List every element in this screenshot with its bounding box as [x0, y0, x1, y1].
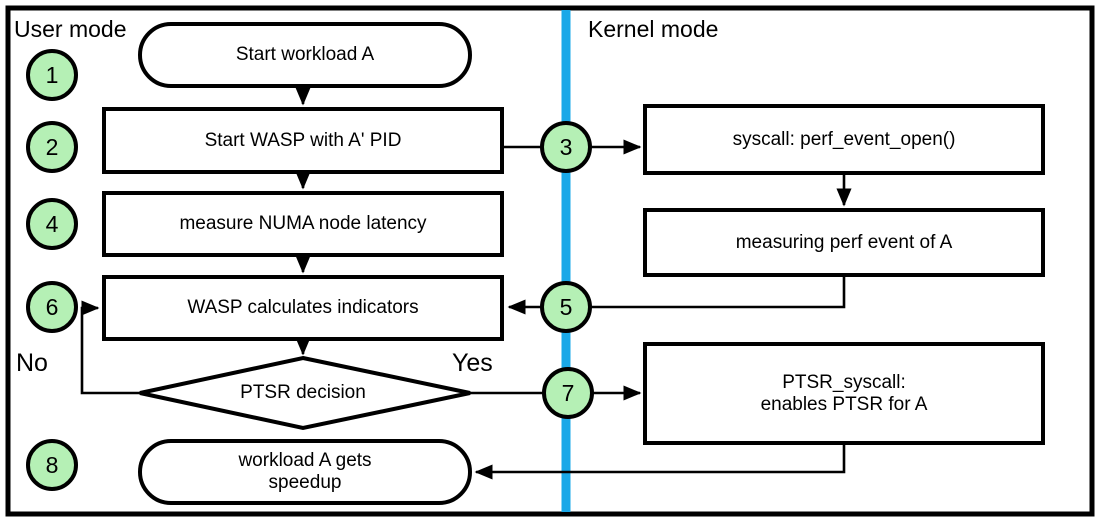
- lane-title-kernel-mode: Kernel mode: [588, 16, 719, 42]
- node-ptsr-decision: [139, 355, 471, 431]
- lane-title-user-mode: User mode: [14, 16, 127, 42]
- node-measure-latency: [102, 191, 504, 257]
- node-wasp-indicators: [102, 275, 504, 341]
- step-circle-4: [26, 198, 78, 250]
- node-start-wasp: [102, 107, 504, 174]
- step-circle-8: [26, 439, 78, 491]
- node-workload-speedup: [138, 439, 472, 505]
- edge-measuring-to-step5: [591, 275, 846, 309]
- step-circle-5: [540, 281, 592, 333]
- node-start-workload: [138, 22, 472, 88]
- step-circle-7: [542, 367, 594, 419]
- node-ptsr-syscall: [643, 342, 1045, 445]
- node-measuring-perf: [643, 208, 1045, 277]
- step-circle-2: [26, 121, 78, 173]
- edge-label-no: No: [16, 349, 48, 377]
- step-circle-6: [26, 281, 78, 333]
- edge-label-yes: Yes: [452, 349, 493, 377]
- step-circle-1: [26, 49, 78, 101]
- node-perf-event-open: [643, 104, 1045, 175]
- edge-ptsrsyscall-to-speedup: [474, 443, 846, 480]
- step-circle-3: [540, 121, 592, 173]
- edge-no-feedback: [80, 300, 140, 395]
